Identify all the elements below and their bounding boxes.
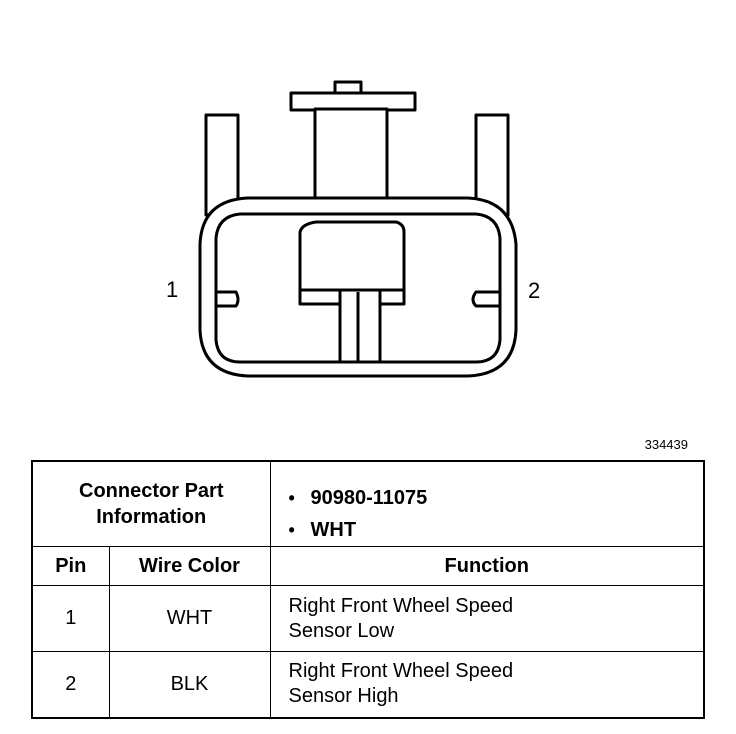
row-1-function-line1: Right Front Wheel Speed bbox=[288, 594, 514, 617]
table-row: 1 WHT Right Front Wheel Speed Sensor Low bbox=[31, 585, 705, 652]
row-2-function: Right Front Wheel Speed Sensor High bbox=[269, 651, 705, 718]
figure-id: 334439 bbox=[644, 437, 688, 452]
part-info-label-line1: Connector Part bbox=[79, 480, 224, 502]
row-2-wire-color: BLK bbox=[108, 651, 271, 718]
connector-diagram: 1 2 334439 bbox=[166, 80, 688, 452]
latch-bar bbox=[289, 91, 417, 112]
row-1-pin: 1 bbox=[31, 585, 110, 652]
row-1-function: Right Front Wheel Speed Sensor Low bbox=[269, 585, 705, 652]
left-post bbox=[204, 113, 240, 217]
housing-inner bbox=[214, 212, 502, 364]
connector-info-table: Connector Part Information 90980-11075 W… bbox=[31, 460, 705, 719]
connector-drawing bbox=[198, 80, 518, 378]
header-wire-color: Wire Color bbox=[108, 546, 271, 586]
row-1-wire-color: WHT bbox=[108, 585, 271, 652]
row-2-function-line2: Sensor High bbox=[288, 685, 399, 708]
header-row: Pin Wire Color Function bbox=[31, 546, 705, 586]
right-ledge bbox=[471, 290, 500, 308]
center-key bbox=[298, 220, 406, 292]
pin-1-label: 1 bbox=[166, 277, 179, 302]
part-info-label-line2: Information bbox=[96, 506, 207, 528]
part-number: 90980-11075 bbox=[289, 482, 704, 514]
part-info-list: 90980-11075 WHT bbox=[271, 482, 704, 546]
part-info-label-cell: Connector Part Information bbox=[31, 460, 271, 547]
latch-stem bbox=[313, 107, 389, 203]
row-2-pin: 2 bbox=[31, 651, 110, 718]
center-blade bbox=[338, 288, 382, 364]
left-ledge bbox=[216, 290, 240, 308]
connector-color: WHT bbox=[289, 514, 704, 546]
header-function: Function bbox=[269, 546, 705, 586]
table-row: 2 BLK Right Front Wheel Speed Sensor Hig… bbox=[31, 651, 705, 718]
part-info-values-cell: 90980-11075 WHT bbox=[269, 460, 705, 547]
pin-2-label: 2 bbox=[528, 278, 541, 303]
part-info-row: Connector Part Information 90980-11075 W… bbox=[31, 460, 705, 547]
header-pin: Pin bbox=[31, 546, 110, 586]
row-2-function-line1: Right Front Wheel Speed bbox=[288, 660, 514, 683]
row-1-function-line2: Sensor Low bbox=[288, 619, 395, 642]
